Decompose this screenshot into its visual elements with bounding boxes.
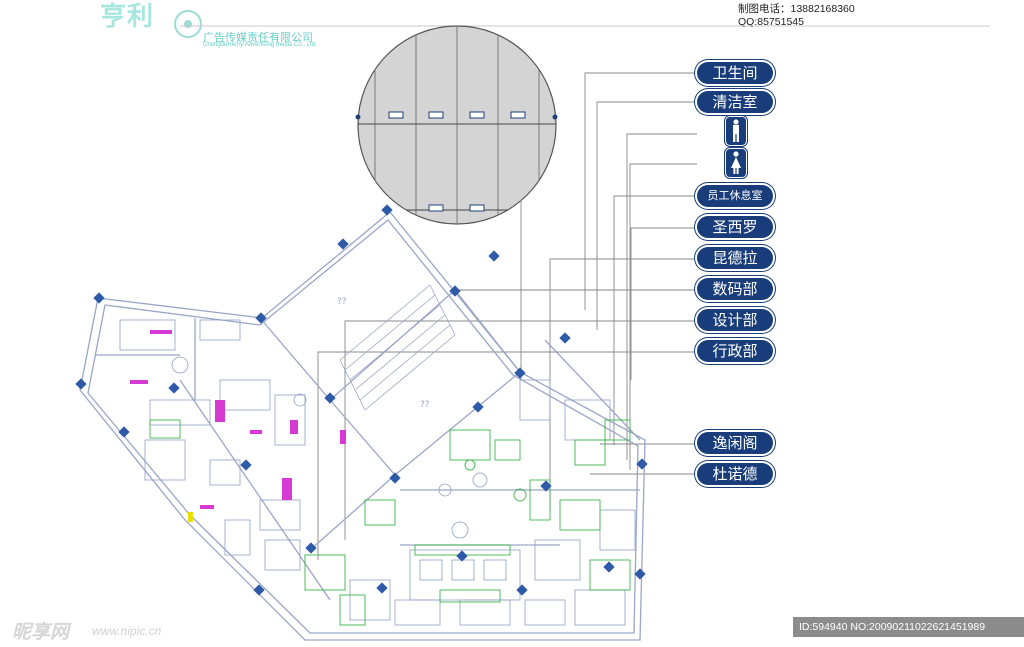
tag-dunod: 杜诺德 xyxy=(697,463,773,485)
tag-cleaning-room: 清洁室 xyxy=(697,91,773,113)
tag-san-siro: 圣西罗 xyxy=(697,216,773,238)
leader-lines xyxy=(317,72,697,560)
room-annotations xyxy=(130,330,346,509)
tag-restroom: 卫生间 xyxy=(697,62,773,84)
male-restroom-icon xyxy=(726,117,746,145)
site-watermark-url: www.nipic.cn xyxy=(92,624,162,638)
tag-admin-dept: 行政部 xyxy=(697,340,773,362)
tag-staff-lounge: 员工休息室 xyxy=(697,185,773,207)
tag-kundera: 昆德拉 xyxy=(697,247,773,269)
site-watermark: 昵享网 xyxy=(12,621,70,643)
tag-leisure-pavilion: 逸闲阁 xyxy=(697,432,773,454)
qq-number: QQ:85751545 xyxy=(738,16,804,28)
company-name-cn: 广告传媒责任有限公司 xyxy=(203,31,313,44)
image-id-bar: ID:594940 NO:20090211022621451989 xyxy=(793,617,1024,637)
unknown-room-label: ?? xyxy=(420,400,430,410)
company-logo: 亨利 xyxy=(100,1,155,31)
tag-design-dept: 设计部 xyxy=(697,309,773,331)
unknown-room-label: ?? xyxy=(337,297,347,307)
tag-digital-dept: 数码部 xyxy=(697,278,773,300)
green-fixtures xyxy=(149,419,631,626)
drafting-phone: 制图电话：13882168360 xyxy=(738,3,855,15)
female-restroom-icon xyxy=(726,149,746,177)
ceiling-detail-zoom xyxy=(355,25,558,225)
escalator xyxy=(339,284,456,411)
building-walls xyxy=(79,211,646,641)
furniture xyxy=(119,319,636,626)
structural-columns xyxy=(75,204,648,596)
company-name-en: ChengduHenry Advertising media Co., Ltd. xyxy=(203,42,317,48)
